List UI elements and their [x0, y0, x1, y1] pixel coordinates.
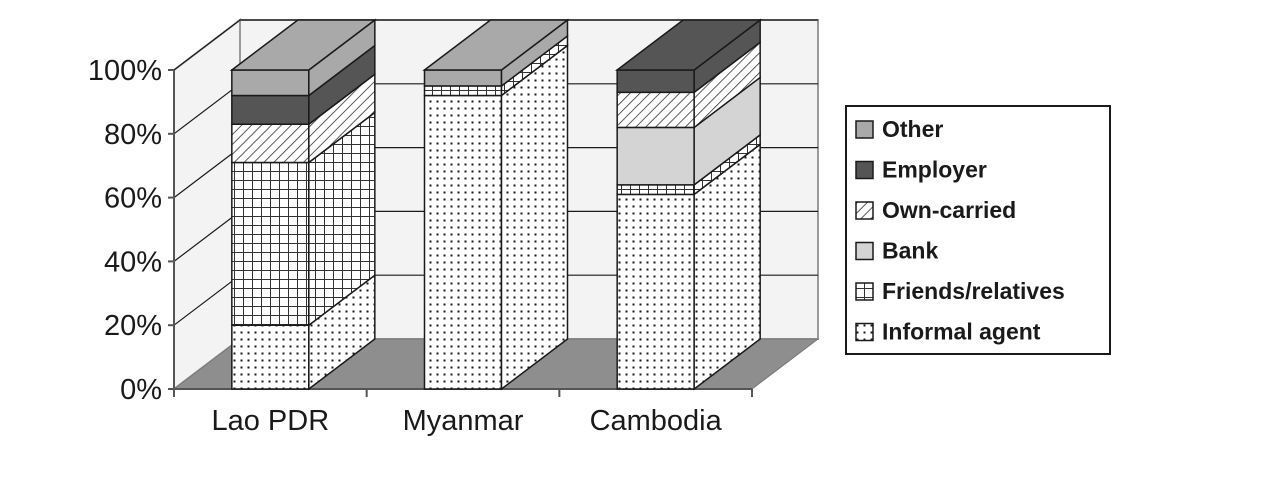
bar-top-face — [422, 19, 570, 71]
legend-label: Other — [882, 116, 943, 142]
legend-box — [845, 105, 1111, 355]
legend-label: Own-carried — [882, 197, 1016, 223]
category-label: Cambodia — [590, 405, 723, 437]
legend-swatch — [855, 120, 874, 139]
bar-segment-bank-front — [616, 126, 695, 186]
bar-top-face — [614, 19, 763, 71]
bar-segment-informal-agent-front — [231, 324, 310, 390]
bar-segment-informal-agent-front — [423, 94, 503, 390]
bar-segment-employer-front — [231, 94, 310, 125]
bar-segment-informal-agent-front — [616, 193, 695, 390]
bar-segment-other-front — [423, 69, 503, 87]
y-tick-label: 80% — [104, 119, 162, 151]
category-label: Lao PDR — [211, 405, 329, 437]
bar-segment-friends-relatives-front — [231, 161, 310, 326]
bar-segment-own-carried-front — [231, 123, 310, 164]
y-tick-label: 40% — [104, 246, 162, 278]
legend-swatch — [855, 282, 874, 301]
legend-label: Friends/relatives — [882, 278, 1065, 304]
bar-segment-friends-relatives-front — [616, 184, 695, 196]
legend-label: Employer — [882, 157, 987, 183]
y-tick-label: 60% — [104, 183, 162, 215]
bar-segment-other-front — [231, 69, 310, 97]
bar-segment-employer-front — [616, 69, 695, 94]
legend-label: Informal agent — [882, 319, 1041, 345]
side-wall — [173, 17, 241, 392]
legend-swatch — [855, 241, 874, 261]
y-axis: 0% 20% 40% 60% 80% 100% — [88, 55, 752, 406]
bars-group — [229, 18, 763, 391]
legend: OtherEmployerOwn-carriedBankFriends/rela… — [845, 105, 1111, 355]
category-label: Myanmar — [403, 405, 524, 437]
bar-segment-friends-relatives-front — [423, 85, 503, 97]
bar-top-face — [229, 19, 378, 71]
bar-segment-own-carried-front — [616, 91, 695, 129]
bar-segment-informal-agent-side — [500, 44, 569, 391]
y-tick-label: 0% — [120, 374, 162, 406]
legend-swatch — [855, 322, 874, 342]
gridline — [173, 19, 818, 71]
legend-label: Bank — [882, 238, 938, 264]
y-tick-label: 100% — [88, 55, 162, 87]
y-tick-label: 20% — [104, 310, 162, 342]
category-labels: Lao PDR Myanmar Cambodia — [173, 389, 753, 437]
legend-swatch — [855, 201, 874, 220]
legend-swatch — [855, 160, 874, 180]
